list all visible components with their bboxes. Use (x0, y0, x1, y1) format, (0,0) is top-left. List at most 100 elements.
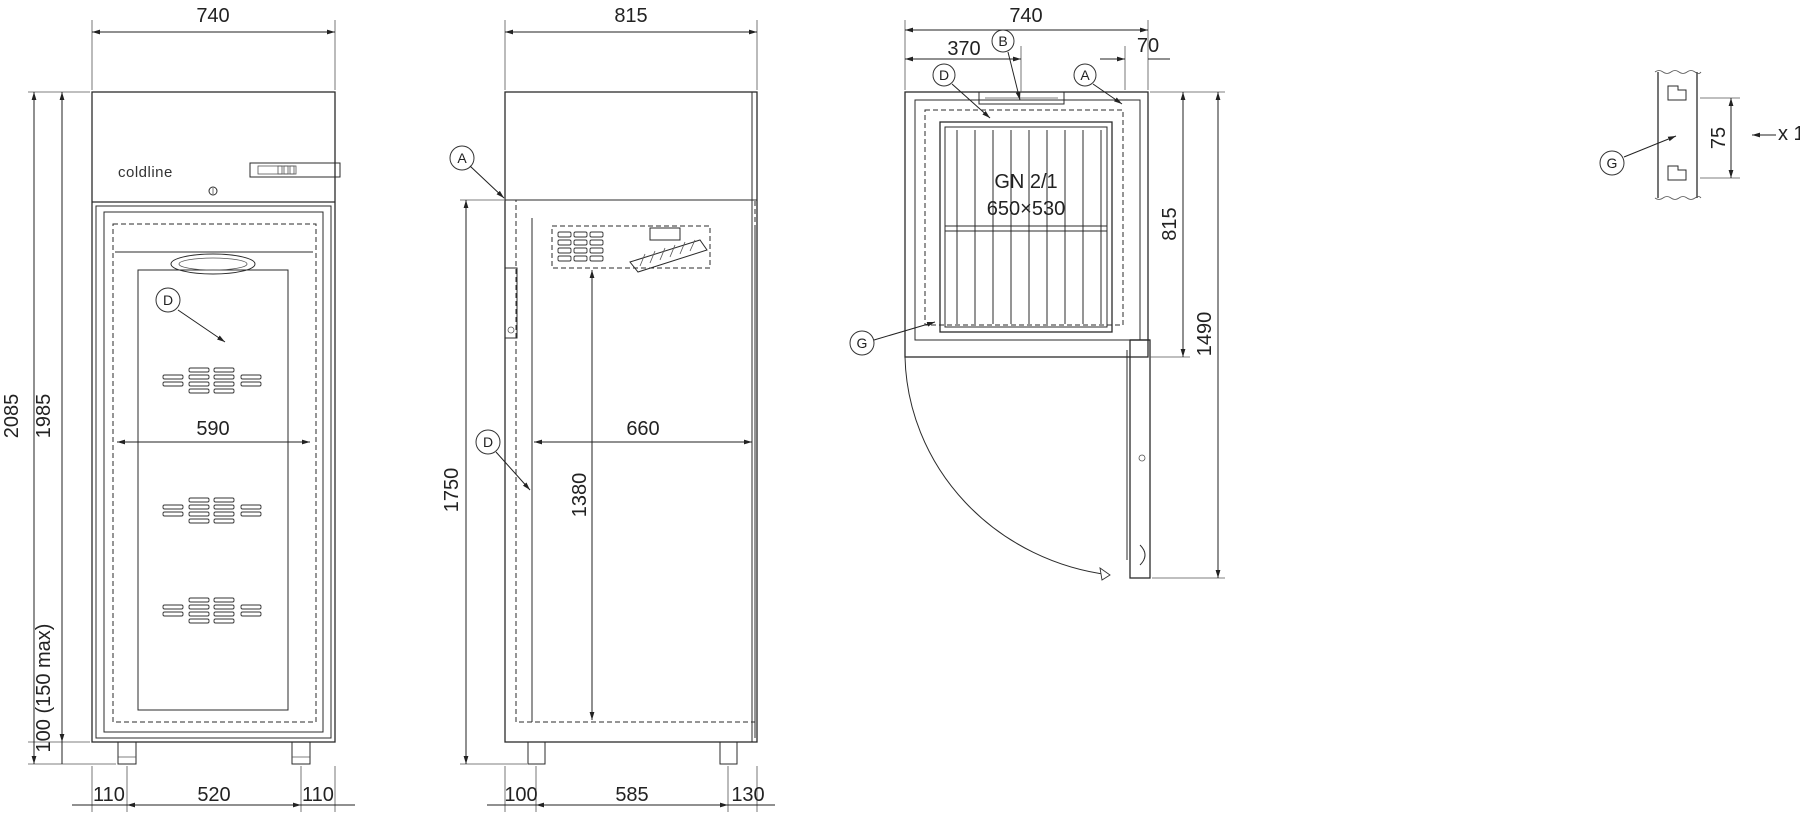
fan-icon (170, 253, 256, 275)
front-vent-slot (188, 511, 210, 517)
gn-tray (939, 121, 1113, 333)
front-cabinet-outline (91, 91, 336, 743)
side-vent-slot (557, 239, 572, 246)
dim-top-offset: 370 (947, 38, 980, 60)
front-vent-slot (188, 497, 210, 503)
dim-feet-height: 100 (150 max) (33, 624, 55, 753)
rail-slot-upper (1667, 85, 1687, 101)
side-foot-front (527, 741, 546, 765)
side-vent-slot (589, 231, 604, 238)
dim-top-width: 740 (1009, 5, 1042, 27)
dim-front-width: 740 (196, 5, 229, 27)
rail-slot-lower (1667, 165, 1687, 181)
front-vent-slot (162, 511, 184, 517)
front-vent-slot (240, 611, 262, 617)
callout-a-side: A (457, 150, 467, 166)
dim-top-right-offset: 70 (1137, 35, 1159, 57)
side-vent-slot (573, 255, 588, 262)
dim-side-foot-rear: 130 (731, 784, 764, 806)
side-vent-slot (557, 231, 572, 238)
side-cabinet-outline (504, 91, 758, 743)
lock-icon (208, 186, 218, 196)
front-vent-slot (240, 374, 262, 380)
front-vent-slot (162, 381, 184, 387)
front-vent-slot (240, 381, 262, 387)
front-vent-slot (213, 381, 235, 387)
front-vent-slot (240, 604, 262, 610)
front-vent-slot (213, 604, 235, 610)
front-vent-slot (162, 604, 184, 610)
callout-d-top: D (939, 67, 949, 83)
front-vent-slot (213, 374, 235, 380)
side-vent-slot (573, 239, 588, 246)
top-view: GN 2/1 650×530 B D A G 740 370 (849, 5, 1225, 581)
front-vent-slot (213, 511, 235, 517)
front-vent-slot (188, 518, 210, 524)
callout-g-top: G (857, 335, 868, 351)
brand-logo: coldline (118, 164, 173, 181)
front-foot-right (291, 741, 311, 765)
callout-d-side: D (483, 434, 493, 450)
front-vent-slot (213, 618, 235, 624)
front-vent-slot (188, 381, 210, 387)
front-vent-slot (213, 518, 235, 524)
dim-top-depth: 815 (1159, 207, 1181, 240)
front-foot-left (117, 741, 137, 765)
front-vent-slot (188, 367, 210, 373)
dim-side-height: 1750 (441, 468, 463, 513)
front-vent-slot (188, 604, 210, 610)
tray-size: 650×530 (987, 198, 1065, 220)
side-vent-slot (573, 231, 588, 238)
dim-inner-width: 590 (196, 418, 229, 440)
dim-inner-height: 1380 (569, 473, 591, 518)
front-vent-slot (162, 611, 184, 617)
callout-d-front: D (163, 292, 173, 308)
front-vent-slot (213, 611, 235, 617)
side-vent-slot (557, 247, 572, 254)
rail-count: x 17 (1778, 123, 1800, 145)
front-vent-slot (213, 388, 235, 394)
front-vent-slot (188, 388, 210, 394)
front-vent-slot (240, 511, 262, 517)
open-door-panel (1129, 339, 1151, 579)
side-vent-slot (589, 255, 604, 262)
dim-inner-depth: 660 (626, 418, 659, 440)
front-view: coldline D 740 590 2085 1985 100 (150 ma… (1, 5, 355, 812)
dim-foot-span: 520 (197, 784, 230, 806)
front-vent-slot (188, 374, 210, 380)
door-swing-arc (904, 356, 1111, 576)
side-vent-slot (573, 247, 588, 254)
side-vent-slot (589, 247, 604, 254)
dim-total-height: 2085 (1, 394, 23, 439)
door-handle (504, 267, 518, 339)
control-panel (249, 162, 341, 178)
tray-label: GN 2/1 (994, 171, 1057, 193)
dim-body-height: 1985 (33, 394, 55, 439)
front-vent-slot (188, 597, 210, 603)
front-vent-slot (213, 497, 235, 503)
front-vent-slot (213, 504, 235, 510)
side-vent-slot (589, 239, 604, 246)
dim-foot-left: 110 (93, 784, 125, 806)
callout-g-rail: G (1607, 155, 1618, 171)
dim-foot-right: 110 (302, 784, 334, 806)
evaporator-box (551, 225, 711, 269)
side-vent-slot (557, 255, 572, 262)
front-vent-slot (213, 597, 235, 603)
dim-side-foot-span: 585 (615, 784, 648, 806)
front-vent-slot (162, 374, 184, 380)
callout-a-top: A (1080, 67, 1090, 83)
callout-b-top: B (998, 33, 1007, 49)
front-vent-slot (188, 618, 210, 624)
dim-door-open-depth: 1490 (1194, 312, 1216, 357)
front-vent-slot (240, 504, 262, 510)
dim-side-depth: 815 (614, 5, 647, 27)
side-view: A D 815 1750 660 1380 100 585 130 (441, 5, 775, 812)
front-vent-slot (213, 367, 235, 373)
front-vent-slot (188, 611, 210, 617)
front-vent-slot (188, 504, 210, 510)
side-foot-rear (719, 741, 738, 765)
dim-rail-pitch: 75 (1708, 127, 1730, 149)
